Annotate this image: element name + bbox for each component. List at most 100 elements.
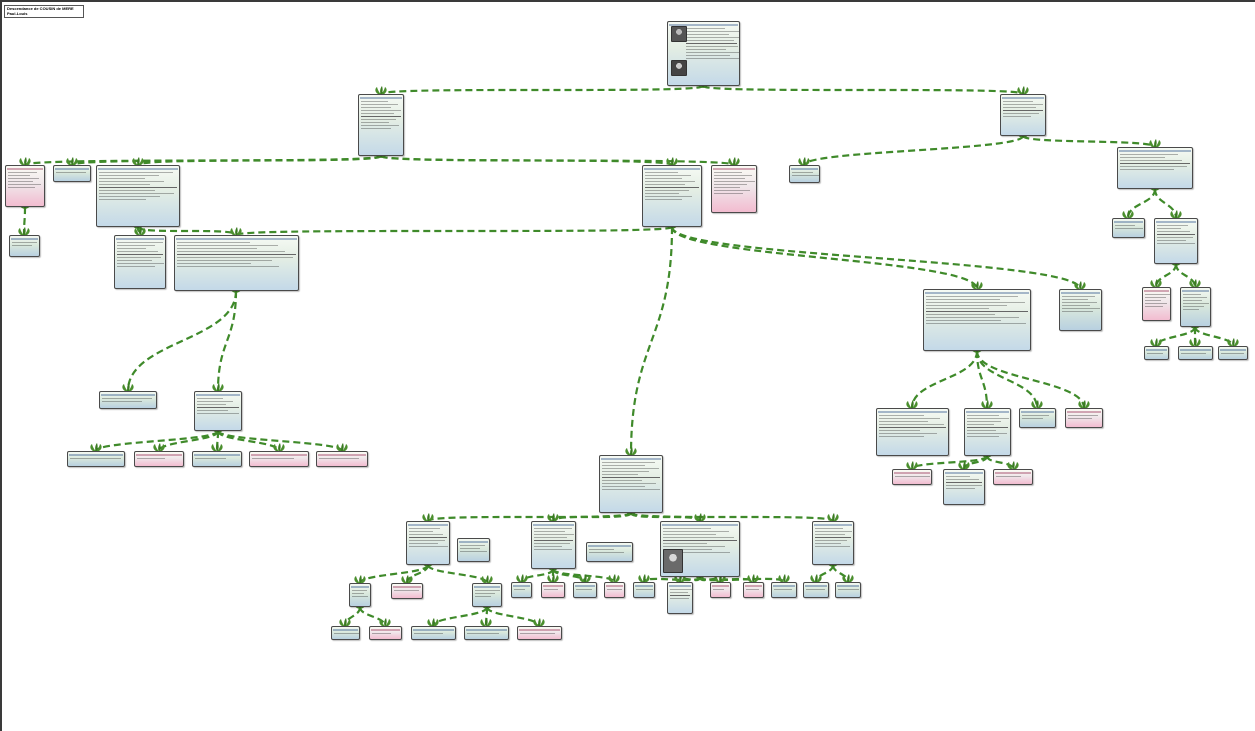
detail-line [645, 192, 679, 194]
leaf-knot-icon [1150, 338, 1162, 347]
detail-line [815, 545, 850, 547]
couple-card[interactable] [174, 235, 299, 291]
male-person-card[interactable] [1178, 346, 1213, 360]
male-person-card[interactable] [411, 626, 456, 640]
male-person-card[interactable] [53, 165, 91, 182]
male-person-card[interactable] [457, 538, 490, 562]
couple-card[interactable] [1000, 94, 1046, 136]
detail-line [1181, 353, 1206, 354]
detail-line [197, 412, 239, 414]
detail-line [645, 181, 695, 182]
female-person-card[interactable] [743, 582, 764, 598]
female-person-card[interactable] [1065, 408, 1103, 428]
leaf-knot-icon [579, 574, 591, 583]
male-person-card[interactable] [633, 582, 655, 598]
parent-child-link [975, 350, 1086, 409]
couple-card[interactable] [943, 469, 985, 505]
detail-line [686, 57, 739, 59]
detail-line [117, 265, 155, 267]
male-person-card[interactable] [9, 235, 40, 257]
male-person-card[interactable] [464, 626, 509, 640]
parent-child-link [379, 84, 705, 96]
male-person-card[interactable] [586, 542, 633, 562]
female-person-card[interactable] [5, 165, 45, 207]
couple-card[interactable] [964, 408, 1011, 456]
detail-line [815, 539, 848, 541]
female-person-card[interactable] [892, 469, 932, 485]
male-person-card[interactable] [1180, 287, 1211, 327]
detail-line [99, 172, 173, 173]
female-person-card[interactable] [1142, 287, 1171, 321]
couple-card[interactable] [1117, 147, 1193, 189]
male-person-card[interactable] [789, 165, 820, 183]
couple-card[interactable] [642, 165, 702, 227]
female-person-card[interactable] [249, 451, 309, 467]
person-name-line [575, 585, 595, 587]
couple-card[interactable] [96, 165, 180, 227]
male-person-card[interactable] [99, 391, 157, 409]
person-name-line [318, 454, 366, 456]
person-name-line [98, 168, 178, 170]
female-person-card[interactable] [316, 451, 368, 467]
female-person-card[interactable] [541, 582, 565, 598]
male-person-card[interactable] [1112, 218, 1145, 238]
leaf-knot-icon [90, 443, 102, 452]
couple-card[interactable] [1154, 218, 1198, 264]
couple-card[interactable] [114, 235, 166, 289]
detail-line [1062, 296, 1095, 297]
couple-card[interactable] [531, 521, 576, 569]
female-person-card[interactable] [517, 626, 562, 640]
detail-line [670, 595, 690, 596]
couple-card[interactable] [406, 521, 450, 565]
couple-card[interactable] [667, 582, 693, 614]
female-person-card[interactable] [710, 582, 731, 598]
male-person-card[interactable] [192, 451, 242, 467]
male-person-card[interactable] [803, 582, 829, 598]
detail-line [394, 590, 419, 591]
male-person-card[interactable] [1019, 408, 1056, 428]
couple-card[interactable] [667, 21, 740, 86]
male-person-card[interactable] [1144, 346, 1169, 360]
female-person-card[interactable] [391, 583, 423, 599]
male-person-card[interactable] [511, 582, 532, 598]
leaf-knot-icon [273, 443, 285, 452]
person-name-line [1156, 221, 1196, 223]
female-person-card[interactable] [604, 582, 625, 598]
couple-card[interactable] [358, 94, 404, 156]
detail-line [926, 308, 989, 309]
couple-card[interactable] [923, 289, 1031, 351]
male-person-card[interactable] [835, 582, 861, 598]
female-person-card[interactable] [369, 626, 402, 640]
detail-line [1120, 168, 1175, 170]
couple-card[interactable] [599, 455, 663, 513]
male-person-card[interactable] [573, 582, 597, 598]
detail-line [602, 482, 656, 484]
couple-card[interactable] [876, 408, 949, 456]
female-person-card[interactable] [134, 451, 184, 467]
detail-line [117, 242, 163, 243]
female-person-card[interactable] [993, 469, 1033, 485]
male-person-card[interactable] [1218, 346, 1248, 360]
detail-line [409, 531, 433, 532]
person-name-line [773, 585, 795, 587]
detail-line [879, 432, 937, 434]
person-name-line [1182, 290, 1209, 292]
male-person-card[interactable] [1059, 289, 1102, 331]
couple-card[interactable] [812, 521, 854, 565]
female-person-card[interactable] [711, 165, 757, 213]
male-person-card[interactable] [349, 583, 371, 607]
male-person-card[interactable] [472, 583, 502, 607]
leaf-knot-icon [339, 618, 351, 627]
detail-line [663, 531, 730, 532]
male-person-card[interactable] [331, 626, 360, 640]
male-person-card[interactable] [771, 582, 797, 598]
person-name-line [55, 168, 89, 170]
detail-line [195, 458, 227, 459]
couple-card[interactable] [194, 391, 242, 431]
detail-line [475, 593, 496, 594]
parent-child-link [216, 290, 238, 392]
detail-line [361, 121, 389, 123]
detail-line [514, 589, 525, 590]
male-person-card[interactable] [67, 451, 125, 467]
detail-line [409, 542, 438, 544]
